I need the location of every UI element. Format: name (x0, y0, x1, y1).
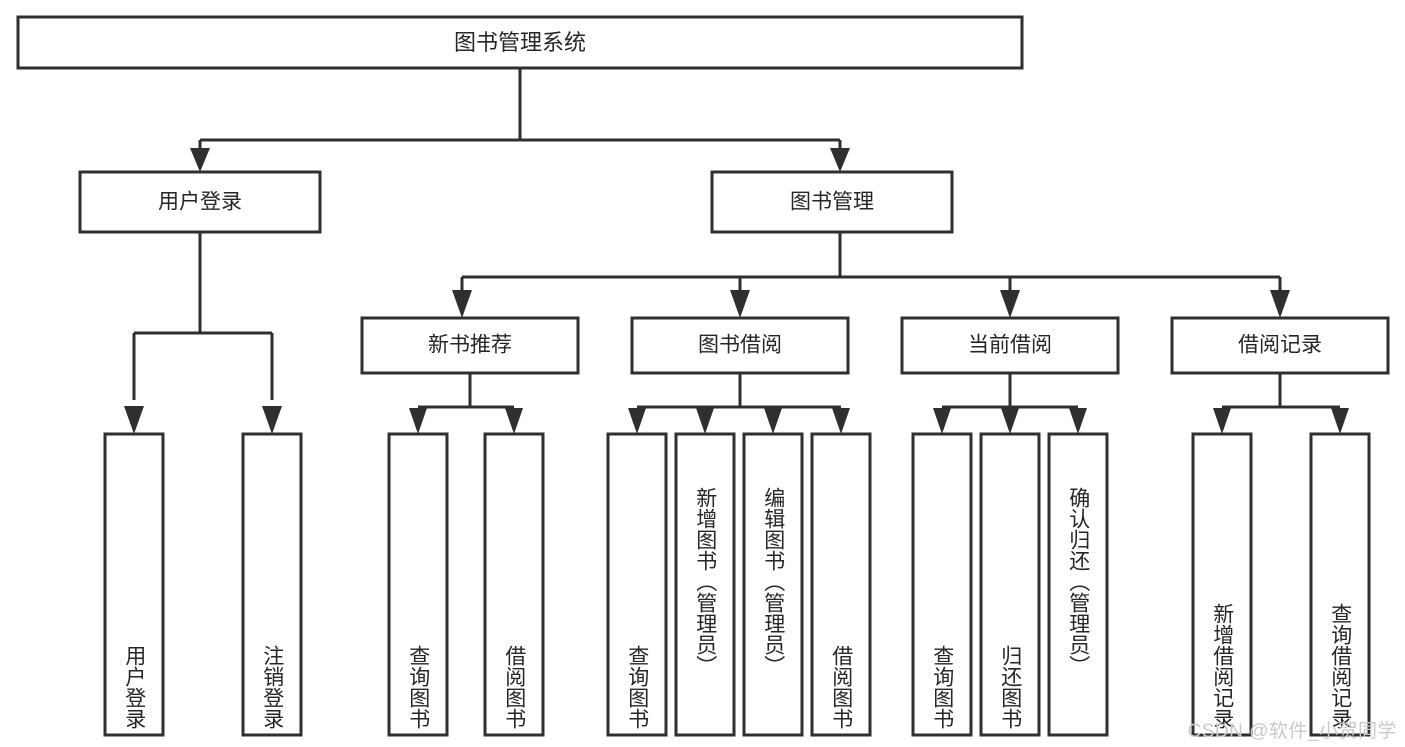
arrow-to-user-login (190, 148, 210, 172)
node-new-book-recommend-box[interactable] (360, 316, 580, 375)
node-book-manage-box[interactable] (710, 170, 954, 234)
node-user-login-label: 用户登录 (158, 191, 242, 214)
arrow-to-new-book (452, 290, 472, 318)
arrow-newbook-leaf-1 (409, 408, 427, 434)
node-current-borrow[interactable]: 当前借阅 (900, 316, 1120, 375)
node-new-book-recommend-label: 新书推荐 (428, 334, 512, 357)
node-root-label: 图书管理系统 (454, 30, 586, 55)
arrow-to-borrow-record (1270, 290, 1290, 318)
node-current-borrow-box[interactable] (900, 316, 1120, 375)
leaf-box-current-borrow-1[interactable] (911, 432, 973, 737)
arrow-bookborrow-leaf-3 (764, 408, 782, 434)
node-book-manage[interactable]: 图书管理 (710, 170, 954, 234)
arrow-borrowrecord-leaf-1 (1213, 408, 1231, 434)
node-new-book-recommend[interactable]: 新书推荐 (360, 316, 580, 375)
connector-layer (124, 68, 1349, 434)
arrow-bookborrow-leaf-1 (628, 408, 646, 434)
leaf-box-borrow-record-2[interactable] (1309, 432, 1371, 737)
leaf-box-current-borrow-2[interactable] (979, 432, 1041, 737)
arrow-to-book-borrow (730, 290, 750, 318)
node-root[interactable]: 图书管理系统 (16, 15, 1024, 70)
node-book-borrow-label: 图书借阅 (698, 334, 782, 357)
arrow-bookborrow-leaf-4 (832, 408, 850, 434)
arrow-currentborrow-leaf-3 (1069, 408, 1087, 434)
node-book-borrow[interactable]: 图书借阅 (630, 316, 850, 375)
node-borrow-record[interactable]: 借阅记录 (1170, 316, 1390, 375)
leaf-box-book-borrow-4[interactable] (810, 432, 872, 737)
leaf-box-layer (103, 432, 1371, 737)
leaf-box-book-borrow-3[interactable] (742, 432, 804, 737)
leaf-box-user-login-2[interactable] (241, 432, 303, 737)
node-current-borrow-label: 当前借阅 (968, 334, 1052, 357)
arrow-currentborrow-leaf-1 (933, 408, 951, 434)
leaf-box-new-book-2[interactable] (483, 432, 545, 737)
arrow-currentborrow-leaf-2 (1001, 408, 1019, 434)
leaf-box-book-borrow-2[interactable] (674, 432, 736, 737)
leaf-box-book-borrow-1[interactable] (606, 432, 668, 737)
node-user-login[interactable]: 用户登录 (78, 170, 322, 234)
leaf-box-user-login-1[interactable] (103, 432, 165, 737)
arrow-userlogin-leaf-2 (262, 406, 282, 434)
leaf-box-borrow-record-1[interactable] (1191, 432, 1253, 737)
node-book-manage-label: 图书管理 (790, 191, 874, 214)
leaf-box-new-book-1[interactable] (387, 432, 449, 737)
node-borrow-record-label: 借阅记录 (1238, 334, 1322, 357)
arrow-to-current-borrow (1000, 290, 1020, 318)
leaf-box-current-borrow-3[interactable] (1047, 432, 1109, 737)
node-borrow-record-box[interactable] (1170, 316, 1390, 375)
arrow-bookborrow-leaf-2 (696, 408, 714, 434)
node-root-box[interactable] (16, 15, 1024, 70)
arrow-userlogin-leaf-1 (124, 406, 144, 434)
arrow-borrowrecord-leaf-2 (1331, 408, 1349, 434)
arrow-newbook-leaf-2 (505, 408, 523, 434)
node-book-borrow-box[interactable] (630, 316, 850, 375)
arrow-to-book-manage (830, 148, 850, 172)
node-user-login-box[interactable] (78, 170, 322, 234)
